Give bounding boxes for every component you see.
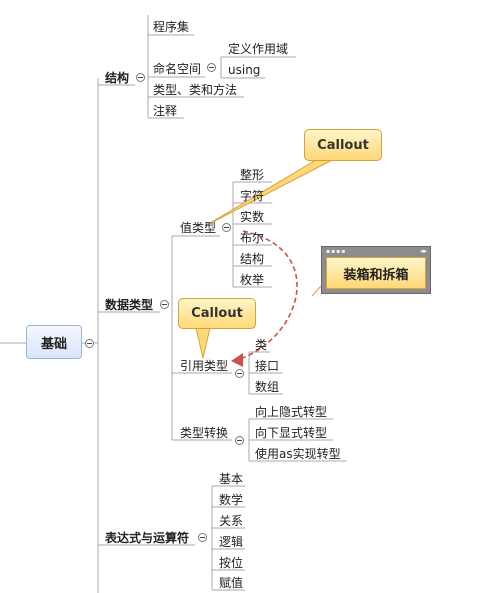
collapse-toggle-value-types[interactable]: [222, 223, 231, 232]
node-expression-child[interactable]: 数学: [219, 493, 244, 507]
node-value-types[interactable]: 值类型: [180, 221, 217, 235]
node-using[interactable]: using: [228, 63, 261, 77]
collapse-toggle-structure[interactable]: [136, 73, 145, 82]
node-expression-child[interactable]: 逻辑: [219, 535, 244, 549]
node-namespace[interactable]: 命名空间: [153, 62, 202, 76]
callout-middle[interactable]: Callout: [178, 298, 256, 329]
node-conversion-child[interactable]: 向上隐式转型: [255, 405, 328, 419]
node-value-child[interactable]: 结构: [240, 252, 265, 266]
callout-top[interactable]: Callout: [304, 129, 382, 161]
collapse-toggle-reference-types[interactable]: [235, 369, 244, 378]
node-value-child[interactable]: 整形: [240, 168, 265, 182]
branch-expressions[interactable]: 表达式与运算符: [105, 531, 190, 545]
node-reference-child[interactable]: 接口: [255, 359, 280, 373]
node-expression-child[interactable]: 赋值: [219, 576, 244, 590]
branch-data-types[interactable]: 数据类型: [105, 298, 154, 312]
root-node[interactable]: 基础: [26, 325, 82, 359]
branch-structure[interactable]: 结构: [105, 71, 130, 85]
boxing-note-window[interactable]: ▪▪▪▪ ◂▸ 装箱和拆箱: [321, 246, 431, 294]
node-assembly[interactable]: 程序集: [153, 20, 190, 34]
collapse-toggle-namespace[interactable]: [207, 63, 216, 72]
node-define-scope[interactable]: 定义作用域: [228, 42, 289, 56]
window-arrows-icon[interactable]: ◂▸: [419, 247, 427, 255]
node-conversion-child[interactable]: 向下显式转型: [255, 426, 328, 440]
node-reference-child[interactable]: 类: [255, 338, 268, 352]
node-reference-child[interactable]: 数组: [255, 380, 280, 394]
boxing-note: 装箱和拆箱: [326, 257, 426, 289]
node-comments[interactable]: 注释: [153, 104, 178, 118]
node-conversion-child[interactable]: 使用as实现转型: [255, 447, 341, 461]
node-expression-child[interactable]: 关系: [219, 514, 244, 528]
collapse-toggle-conversion[interactable]: [235, 436, 244, 445]
window-grip-icon: ▪▪▪▪: [326, 248, 347, 255]
node-value-child[interactable]: 枚举: [240, 273, 265, 287]
collapse-toggle-expressions[interactable]: [198, 533, 207, 542]
node-expression-child[interactable]: 基本: [219, 472, 244, 486]
node-reference-types[interactable]: 引用类型: [180, 359, 229, 373]
node-value-child[interactable]: 实数: [240, 210, 265, 224]
node-type-conversion[interactable]: 类型转换: [180, 426, 229, 440]
node-value-child[interactable]: 布尔: [240, 231, 265, 245]
node-value-child[interactable]: 字符: [240, 189, 265, 203]
collapse-toggle-root[interactable]: [85, 339, 94, 348]
collapse-toggle-data-types[interactable]: [160, 300, 169, 309]
node-types-classes-methods[interactable]: 类型、类和方法: [153, 83, 238, 97]
node-expression-child[interactable]: 按位: [219, 556, 244, 570]
